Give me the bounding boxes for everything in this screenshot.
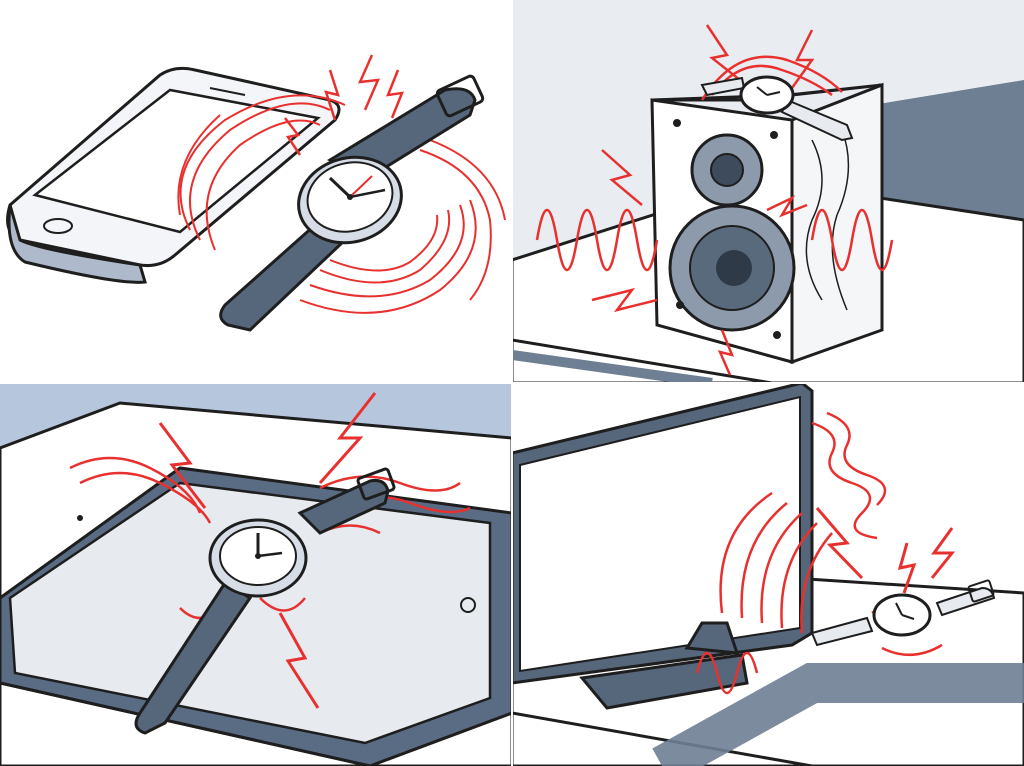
tablet-watch-illustration [0, 383, 512, 766]
monitor-icon [512, 383, 814, 710]
speaker-watch-illustration [512, 0, 1024, 383]
lightning-bolts [815, 507, 956, 594]
interference-waves [695, 411, 943, 695]
panel-monitor-watch [512, 383, 1024, 766]
interference-waves [177, 94, 506, 314]
panel-tablet-watch [0, 383, 512, 766]
wristwatch-icon [219, 74, 485, 332]
monitor-watch-illustration [512, 383, 1024, 766]
wristwatch-icon [810, 579, 996, 647]
lightning-bolts [284, 54, 404, 156]
grid-divider-horizontal [0, 382, 1024, 384]
panel-phone-watch [0, 0, 512, 383]
panel-speaker-watch [512, 0, 1024, 383]
interference-waves [535, 55, 894, 272]
tablet-icon [0, 466, 512, 766]
wristwatch-icon [134, 467, 396, 735]
wristwatch-icon [700, 75, 854, 142]
phone-watch-illustration [0, 0, 512, 383]
lightning-bolts [158, 392, 377, 709]
speaker-icon [650, 82, 884, 365]
lightning-bolts [591, 24, 815, 376]
